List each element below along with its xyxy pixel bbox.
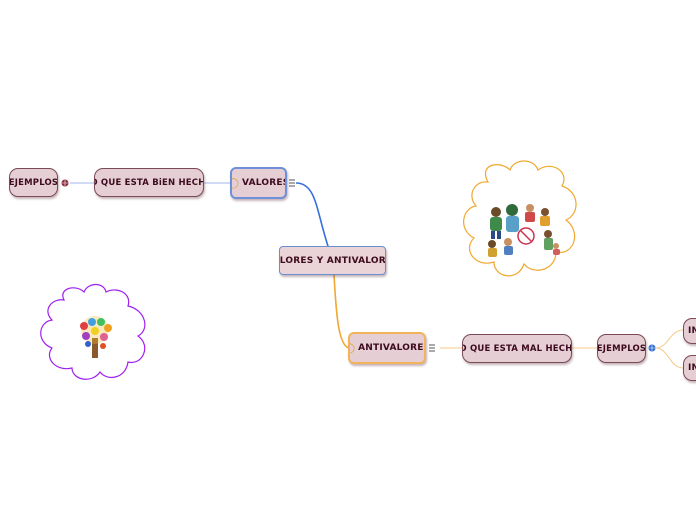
valores-node-label: VALORES — [242, 178, 287, 188]
valores-ejemplos-node[interactable]: EJEMPLOS — [9, 168, 58, 197]
notes-icon[interactable] — [289, 180, 295, 186]
central-node-label: VALORES Y ANTIVALORES — [279, 256, 386, 266]
globe-icon[interactable] — [649, 345, 656, 352]
cloud-children-image — [464, 161, 576, 276]
connector-ejemplos-item1 — [656, 330, 683, 348]
valores-node[interactable]: ◯ VALORES — [230, 167, 287, 199]
antivalores-ejemplos-node[interactable]: EJEMPLOS — [597, 334, 646, 363]
lo-que-esta-mal-hecho-node[interactable]: LO QUE ESTA MAL HECHO — [462, 334, 572, 363]
globe-icon[interactable] — [62, 180, 69, 187]
lo-que-esta-mal-hecho-label: LO QUE ESTA MAL HECHO — [462, 344, 572, 354]
valores-ejemplos-label: EJEMPLOS — [9, 178, 58, 188]
antivalores-item-node[interactable]: IN — [683, 355, 696, 381]
central-node[interactable]: VALORES Y ANTIVALORES — [279, 246, 386, 275]
cloud-tree-image — [41, 285, 145, 380]
lo-que-esta-bien-hecho-node[interactable]: LO QUE ESTA BiEN HECHO — [94, 168, 204, 197]
notes-icon[interactable] — [429, 345, 435, 351]
lightbulb-icon: ◯ — [230, 178, 239, 189]
antivalores-item-label: IN — [688, 326, 696, 336]
antivalores-item-label: IN — [688, 363, 696, 373]
antivalores-item-node[interactable]: IN — [683, 318, 696, 344]
connector-ejemplos-item2 — [656, 348, 683, 368]
lo-que-esta-bien-hecho-label: LO QUE ESTA BiEN HECHO — [94, 178, 204, 188]
lightbulb-icon: ◯ — [348, 343, 355, 354]
antivalores-node-label: ANTIVALORES — [358, 343, 426, 353]
antivalores-ejemplos-label: EJEMPLOS — [597, 344, 646, 354]
antivalores-node[interactable]: ◯ ANTIVALORES — [348, 332, 426, 364]
